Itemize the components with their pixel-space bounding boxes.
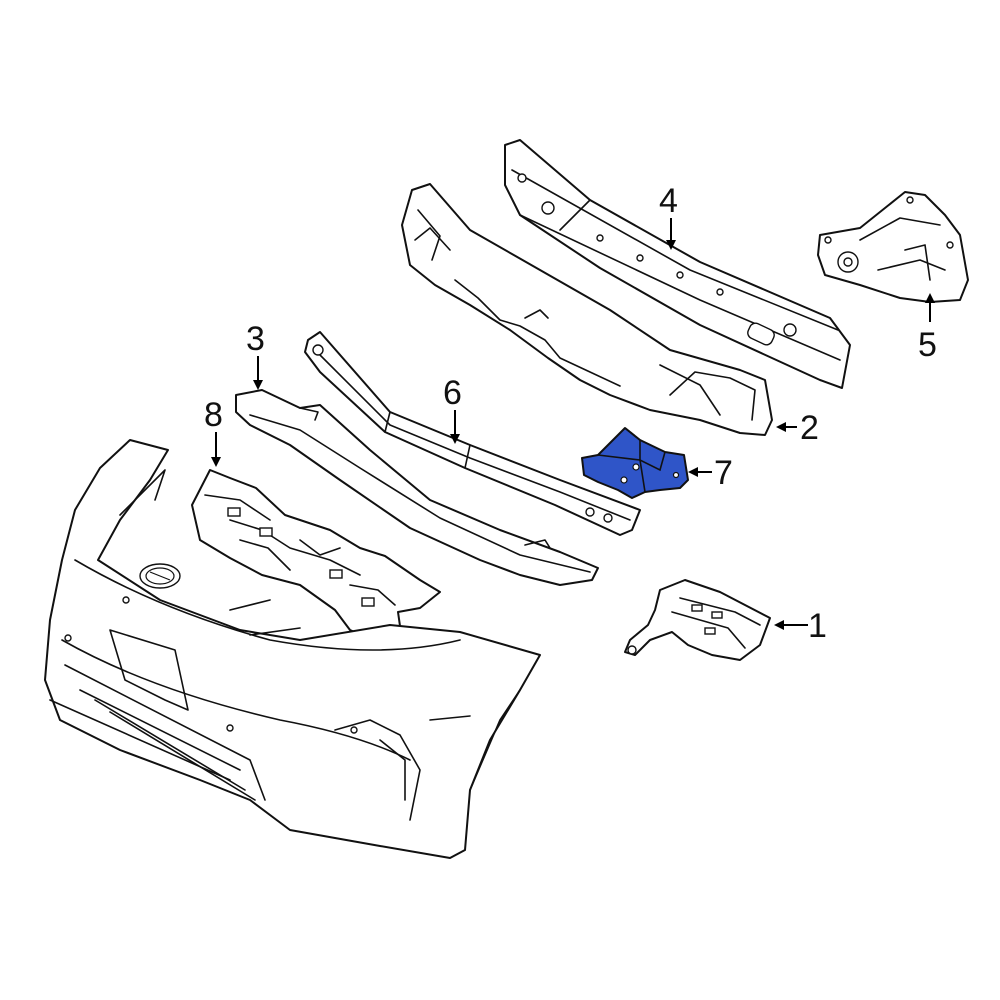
callout-3: 3: [246, 320, 265, 358]
callout-labels: 1 2 3 4 5 6 7 8: [204, 182, 937, 645]
callout-7: 7: [714, 454, 733, 492]
callout-4: 4: [659, 182, 678, 220]
callout-6: 6: [443, 374, 462, 412]
part-7-bracket-highlighted[interactable]: [581, 427, 689, 499]
bumper-cover: [44, 439, 541, 859]
part-1-side-bracket[interactable]: [624, 579, 771, 661]
part-4-reinforcement-beam[interactable]: [504, 139, 851, 389]
part-2-energy-absorber[interactable]: [401, 183, 773, 436]
part-5-mount-bracket[interactable]: [817, 191, 969, 303]
part-6-upper-support[interactable]: [304, 331, 641, 536]
part-3-lower-support[interactable]: [235, 389, 599, 586]
callout-2: 2: [800, 409, 819, 447]
callout-8: 8: [204, 396, 223, 434]
callout-5: 5: [918, 326, 937, 364]
leader-lines: [211, 218, 935, 630]
part-8-grille-bracket[interactable]: [191, 469, 441, 646]
callout-1: 1: [808, 607, 827, 645]
brand-emblem-icon: [139, 563, 181, 589]
